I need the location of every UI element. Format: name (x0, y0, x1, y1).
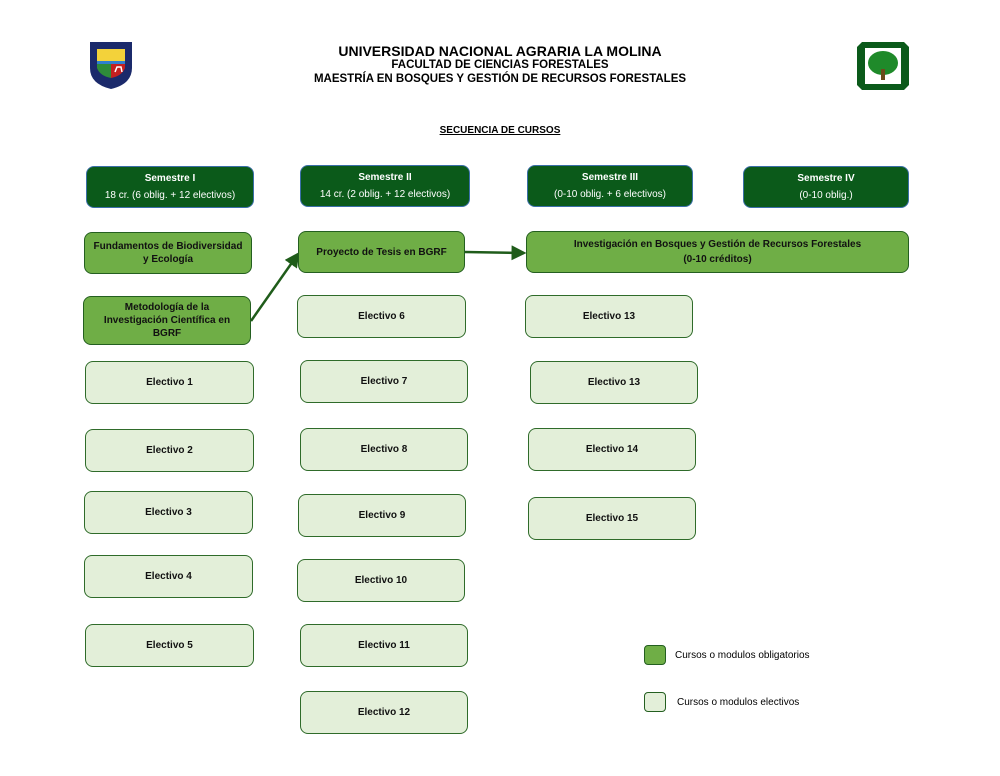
elective-7: Electivo 7 (300, 360, 468, 403)
university-crest-icon (88, 40, 134, 90)
elective-13: Electivo 13 (525, 295, 693, 338)
course-investigacion: Investigación en Bosques y Gestión de Re… (526, 231, 909, 273)
university-title: UNIVERSIDAD NACIONAL AGRARIA LA MOLINA (338, 43, 662, 59)
elective-5: Electivo 5 (85, 624, 254, 667)
elective-13b: Electivo 13 (530, 361, 698, 404)
arrow-metodologia-to-proyecto (249, 251, 300, 322)
faculty-title: FACULTAD DE CIENCIAS FORESTALES (391, 59, 609, 71)
elective-9: Electivo 9 (298, 494, 466, 537)
legend-required-swatch (644, 645, 666, 665)
elective-15: Electivo 15 (528, 497, 696, 540)
semester-4-header: Semestre IV (0-10 oblig.) (743, 166, 909, 208)
elective-1: Electivo 1 (85, 361, 254, 404)
program-title: MAESTRÍA EN BOSQUES Y GESTIÓN DE RECURSO… (313, 73, 687, 85)
semester-2-header: Semestre II 14 cr. (2 oblig. + 12 electi… (300, 165, 470, 207)
course-metodologia: Metodología de la Investigación Científi… (83, 296, 251, 345)
diagram-subtitle: SECUENCIA DE CURSOS (439, 125, 561, 136)
semester-3-header: Semestre III (0-10 oblig. + 6 electivos) (527, 165, 693, 207)
elective-11: Electivo 11 (300, 624, 468, 667)
elective-3: Electivo 3 (84, 491, 253, 534)
legend-elective-swatch (644, 692, 666, 712)
course-proyecto-tesis: Proyecto de Tesis en BGRF (298, 231, 465, 273)
elective-2: Electivo 2 (85, 429, 254, 472)
semester-1-header: Semestre I 18 cr. (6 oblig. + 12 electiv… (86, 166, 254, 208)
legend-required-label: Cursos o modulos obligatorios (675, 650, 810, 661)
elective-4: Electivo 4 (84, 555, 253, 598)
elective-12: Electivo 12 (300, 691, 468, 734)
legend-elective-label: Cursos o modulos electivos (677, 697, 800, 708)
elective-6: Electivo 6 (297, 295, 466, 338)
tree-emblem-icon (856, 41, 910, 91)
elective-8: Electivo 8 (300, 428, 468, 471)
course-fundamentos: Fundamentos de Biodiversidad y Ecología (84, 232, 252, 274)
arrow-proyecto-to-investigacion (464, 245, 527, 261)
elective-10: Electivo 10 (297, 559, 465, 602)
elective-14: Electivo 14 (528, 428, 696, 471)
